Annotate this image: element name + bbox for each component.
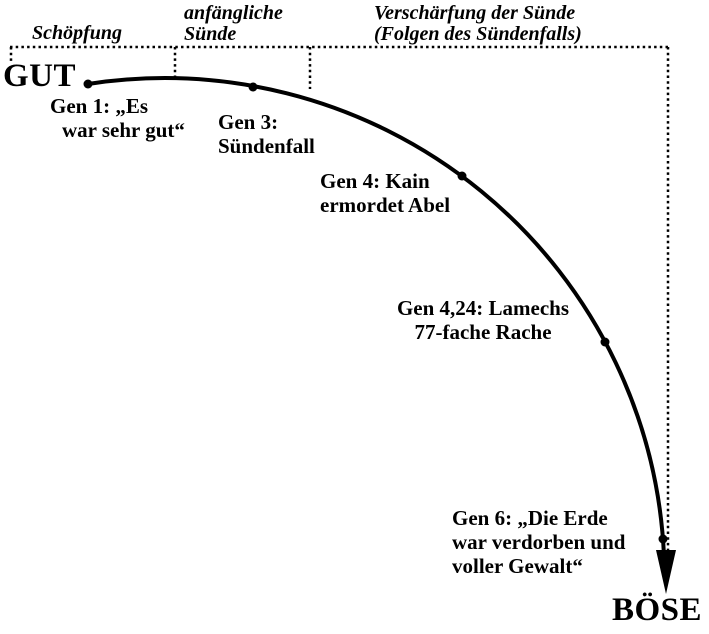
phase-label-line: Schöpfung — [32, 22, 123, 44]
curve-point-gen1 — [83, 79, 93, 89]
phase-label-line: Verschärfung der Sünde — [374, 2, 576, 24]
event-label-line: Gen 6: „Die Erde — [452, 506, 608, 530]
curve-point-gen3 — [248, 82, 258, 92]
phase-label-line: anfängliche — [184, 2, 283, 24]
pole-label-gut: GUT — [3, 58, 77, 94]
phase-label-anfaengliche-suende: anfängliche Sünde — [184, 3, 283, 45]
phase-label-line: Sünde — [184, 23, 237, 45]
curve-point-gen6 — [658, 534, 668, 544]
event-label-gen4-24: Gen 4,24: Lamechs 77-fache Rache — [378, 296, 588, 344]
event-label-gen3: Gen 3: Sündenfall — [218, 110, 315, 158]
curve-point-gen4 — [457, 171, 467, 181]
event-label-gen4: Gen 4: Kain ermordet Abel — [320, 169, 450, 217]
event-label-line: Gen 4,24: Lamechs — [396, 296, 570, 320]
phase-label-verschaerfung: Verschärfung der Sünde (Folgen des Sünde… — [374, 3, 582, 45]
curve-arrowhead-down-icon — [656, 550, 676, 594]
event-label-gen6: Gen 6: „Die Erde war verdorben und volle… — [452, 506, 625, 578]
phase-label-line: (Folgen des Sündenfalls) — [374, 23, 582, 45]
event-label-gen1: Gen 1: „Es war sehr gut“ — [50, 94, 185, 142]
event-label-line: war sehr gut“ — [62, 118, 185, 142]
event-label-line: ermordet Abel — [320, 193, 451, 217]
event-label-line: Gen 4: Kain — [320, 169, 430, 193]
curve-point-gen4-24 — [600, 337, 610, 347]
phase-label-schoepfung: Schöpfung — [32, 23, 122, 44]
event-label-line: war verdorben und — [452, 530, 626, 554]
decline-curve — [87, 76, 666, 557]
event-label-line: Sündenfall — [218, 134, 315, 158]
event-label-line: Gen 3: — [218, 110, 279, 134]
event-label-line: Gen 1: „Es — [50, 94, 149, 118]
event-label-line: 77-fache Rache — [414, 320, 552, 344]
pole-label-boese: BÖSE — [612, 592, 703, 628]
event-label-line: voller Gewalt“ — [452, 554, 583, 578]
